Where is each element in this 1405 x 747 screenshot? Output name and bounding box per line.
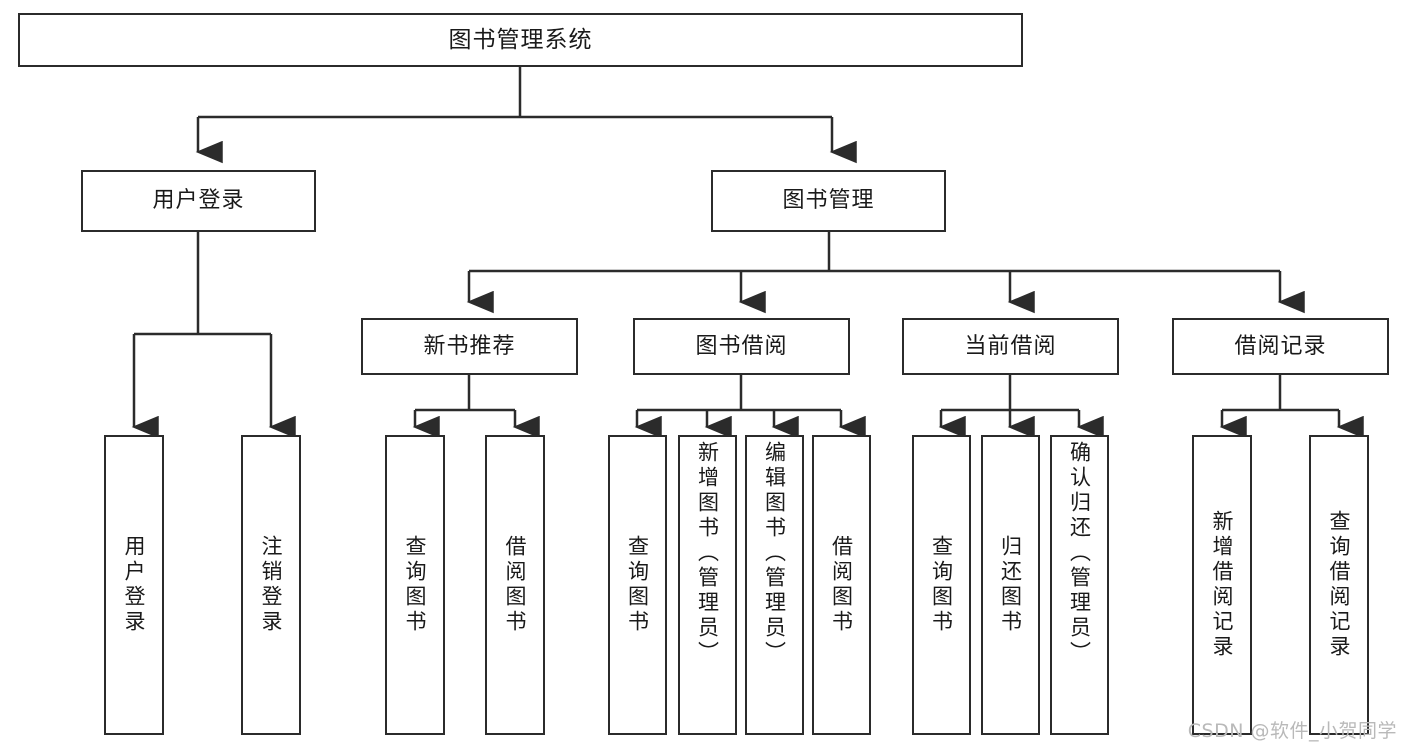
node-label: 图书管理系统 [448,26,593,53]
node-label: 借阅记录 [1234,333,1327,359]
leaf-query-book-current[interactable]: 查询图书 [912,435,971,735]
node-book-borrow[interactable]: 图书借阅 [633,318,850,375]
node-new-book-recommend[interactable]: 新书推荐 [361,318,578,375]
leaf-label: 新增图书（管理员） [695,441,720,666]
node-label: 图书借阅 [695,333,788,359]
node-root-system[interactable]: 图书管理系统 [18,13,1023,67]
leaf-label: 注销登录 [259,535,284,635]
leaf-logout[interactable]: 注销登录 [241,435,301,735]
leaf-label: 编辑图书（管理员） [762,441,787,666]
leaf-label: 查询图书 [403,535,428,635]
leaf-label: 用户登录 [122,535,147,635]
node-current-borrow[interactable]: 当前借阅 [902,318,1119,375]
leaf-label: 借阅图书 [503,535,528,635]
node-label: 图书管理 [782,188,875,214]
node-label: 当前借阅 [964,333,1057,359]
leaf-borrow-book[interactable]: 借阅图书 [812,435,871,735]
leaf-add-borrow-record[interactable]: 新增借阅记录 [1192,435,1252,735]
leaf-confirm-return-admin[interactable]: 确认归还（管理员） [1050,435,1109,735]
leaf-borrow-book-recommend[interactable]: 借阅图书 [485,435,545,735]
leaf-label: 查询图书 [929,535,954,635]
leaf-return-book[interactable]: 归还图书 [981,435,1040,735]
leaf-user-login[interactable]: 用户登录 [104,435,164,735]
leaf-label: 查询借阅记录 [1327,510,1352,660]
leaf-label: 借阅图书 [829,535,854,635]
node-user-login[interactable]: 用户登录 [81,170,316,232]
leaf-query-book-recommend[interactable]: 查询图书 [385,435,445,735]
node-label: 用户登录 [152,188,245,214]
watermark-text: CSDN @软件_小贺同学 [1187,720,1397,742]
leaf-label: 归还图书 [998,535,1023,635]
leaf-add-book-admin[interactable]: 新增图书（管理员） [678,435,737,735]
leaf-query-borrow-record[interactable]: 查询借阅记录 [1309,435,1369,735]
node-borrow-record[interactable]: 借阅记录 [1172,318,1389,375]
leaf-label: 新增借阅记录 [1210,510,1235,660]
node-book-management[interactable]: 图书管理 [711,170,946,232]
leaf-edit-book-admin[interactable]: 编辑图书（管理员） [745,435,804,735]
node-label: 新书推荐 [423,333,516,359]
leaf-label: 查询图书 [625,535,650,635]
leaf-query-book-borrow[interactable]: 查询图书 [608,435,667,735]
leaf-label: 确认归还（管理员） [1067,441,1092,666]
